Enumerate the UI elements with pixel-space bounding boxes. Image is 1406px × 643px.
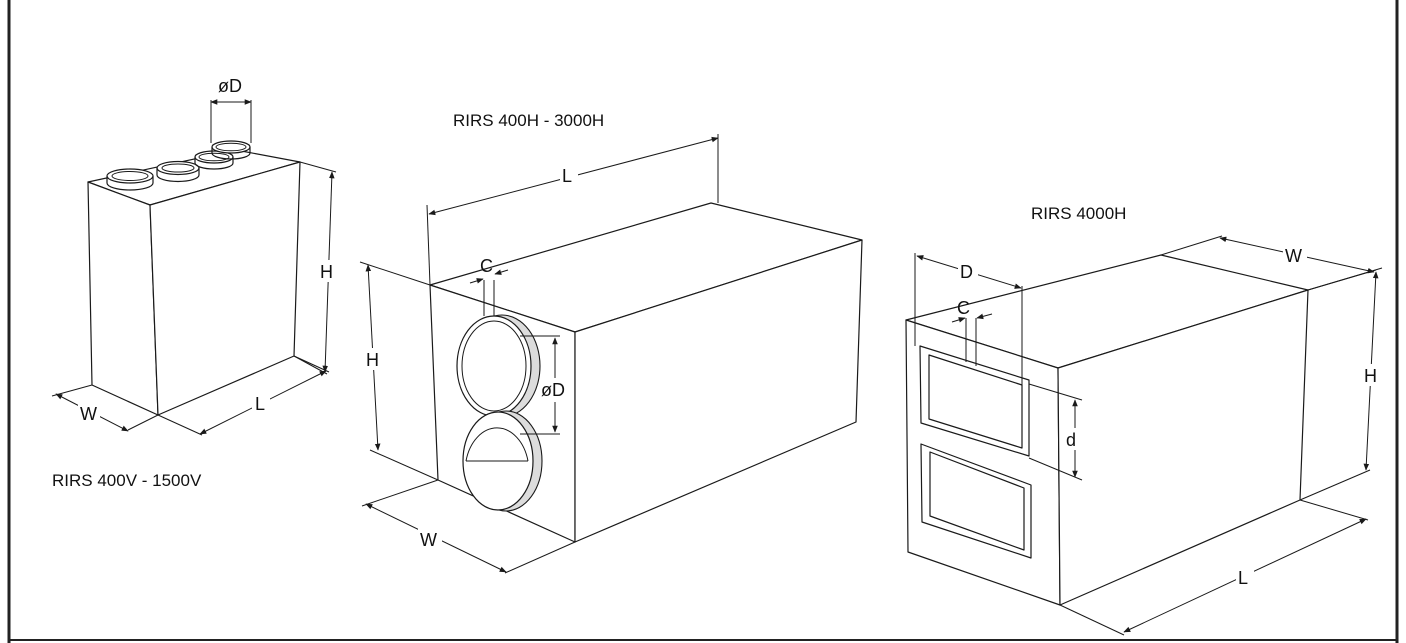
large-spigot-upper: [919, 345, 1030, 457]
horizontal-height-label: H: [366, 350, 379, 370]
unit-vertical: øD H W L RIRS 400V - 1500V: [51, 76, 337, 490]
unit-large: W D C d H L RIRS 4000H: [905, 204, 1383, 636]
vertical-diameter-label: øD: [218, 76, 242, 96]
horizontal-title: RIRS 400H - 3000H: [453, 111, 604, 130]
frame-border: [7, 0, 1399, 643]
unit-horizontal: L C H øD W RIRS 400H - 3000H: [359, 111, 863, 574]
large-flange-height-label: d: [1066, 430, 1076, 450]
vertical-height-label: H: [320, 262, 333, 282]
vertical-left-face: [87, 181, 159, 416]
large-title: RIRS 4000H: [1031, 204, 1126, 223]
vertical-length-label: L: [255, 394, 265, 414]
horizontal-spigot-upper: [456, 314, 541, 418]
large-top-width-label: W: [1285, 246, 1302, 266]
large-length-label: L: [1238, 568, 1248, 588]
large-spigot-lower: [920, 443, 1032, 559]
horizontal-collar-label: C: [480, 256, 493, 276]
vertical-title: RIRS 400V - 1500V: [52, 471, 202, 490]
horizontal-width-label: W: [420, 530, 437, 550]
horizontal-diameter-label: øD: [541, 380, 565, 400]
large-flange-width-label: D: [960, 262, 973, 282]
horizontal-side-face: [574, 239, 863, 543]
horizontal-length-label: L: [562, 166, 572, 186]
vertical-width-label: W: [80, 404, 97, 424]
large-height-label: H: [1364, 366, 1377, 386]
vertical-spigots: [106, 140, 251, 191]
horizontal-spigot-lower: [462, 410, 543, 512]
large-collar-label: C: [957, 298, 970, 318]
vertical-front-face: [149, 161, 301, 416]
